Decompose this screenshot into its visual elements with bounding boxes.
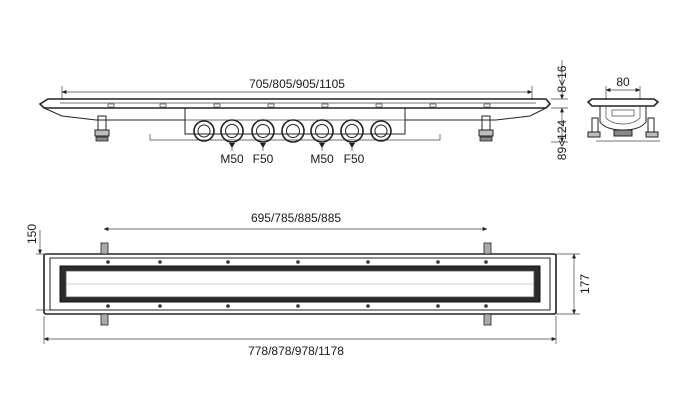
inner-length-label: 695/785/885/885 (251, 211, 341, 225)
outer-width-label: 177 (578, 274, 592, 294)
outlet-1 (193, 120, 215, 142)
side-length-label: 705/805/905/1105 (249, 77, 345, 91)
side-leg-right (478, 115, 494, 142)
outer-length-label: 778/878/978/1178 (248, 344, 344, 358)
end-width-label: 80 (616, 75, 630, 89)
side-grate-plate (38, 98, 552, 109)
outlet-label-1: M50 (220, 152, 244, 166)
end-view: 80 (586, 75, 660, 142)
top-leg-markers (100, 242, 492, 326)
side-leg-left (94, 115, 110, 142)
outlet-4 (281, 119, 305, 143)
outlet-label-3: M50 (310, 152, 334, 166)
outlet-5 (310, 119, 334, 143)
outlet-label-4: F50 (344, 152, 365, 166)
side-outlets (193, 119, 392, 143)
outlet-7 (370, 120, 392, 142)
outlet-2 (220, 119, 244, 143)
grate-thickness-label: 8<16 (555, 65, 569, 92)
top-view: 695/785/885/885 150 177 (25, 211, 592, 358)
outlet-label-2: F50 (253, 152, 274, 166)
outlet-3 (251, 119, 275, 143)
side-view: 705/805/905/1105 (38, 60, 569, 166)
outlet-6 (340, 119, 364, 143)
top-outer-frame (43, 253, 557, 315)
height-label: 89<124 (555, 119, 569, 160)
side-channel-body (43, 107, 186, 121)
inner-width-label: 150 (25, 224, 39, 244)
